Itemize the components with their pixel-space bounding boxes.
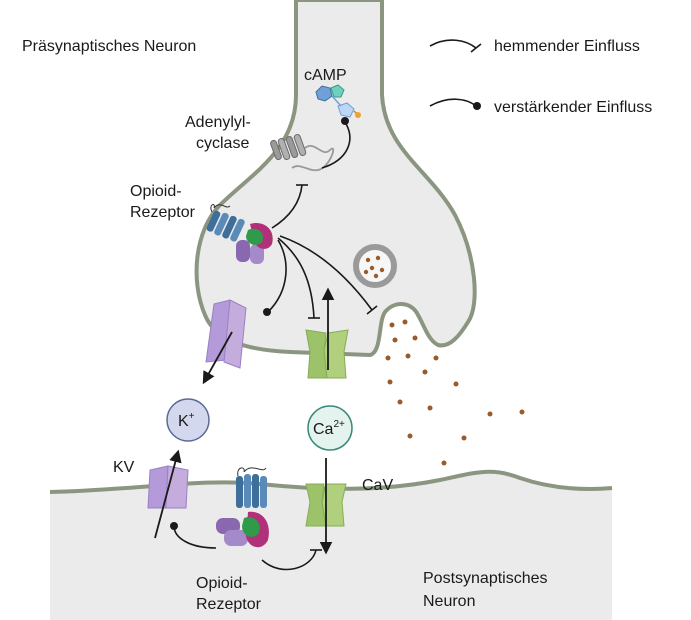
ac-inhibiting-line [271,184,303,229]
adenylyl-cyclase-label-line1: Adenylyl- [185,114,251,131]
synaptic-vesicle [353,244,397,288]
opioid-receptor-post-label-line2: Rezeptor [196,596,262,613]
opioid-receptor-presynaptic [206,204,273,264]
calcium-ion [307,405,353,451]
camp-enhancing-line [321,121,351,169]
legend-enhancing-label: verstärkender Einfluss [494,99,652,116]
legend-enhancing-line [429,98,477,107]
presynaptic-label: Präsynaptisches Neuron [22,38,196,55]
k-enhancing-line [267,239,287,313]
camp-molecule [315,84,361,118]
k-efflux-presynaptic-arrow [202,331,233,385]
camp-label: cAMP [304,67,347,84]
legend-inhibitory-label: hemmender Einfluss [494,38,640,55]
potassium-ion-label: K+ [178,411,195,430]
potassium-ion [166,398,210,442]
legend-inhibitory-line [429,39,477,49]
k-efflux-postsynaptic-arrow [154,449,182,539]
postsynaptic-label-line1: Postsynaptisches [423,570,548,587]
adenylyl-cyclase-label-line2: cyclase [196,135,249,152]
kv-label: KV [113,459,135,476]
ca-channel-presynaptic [305,329,349,379]
vesicle-inhibiting-line [279,235,373,311]
opioid-receptor-pre-label-line1: Opioid- [130,183,182,200]
calcium-ion-label: Ca2+ [313,419,345,438]
postsynaptic-label-line2: Neuron [423,593,475,610]
presynaptic-membrane [194,0,477,358]
enhancing-dot-heads [170,102,481,530]
neurotransmitter-molecules [385,319,525,466]
ion-flux-arrows [154,287,335,555]
opioid-receptor-pre-label-line2: Rezeptor [130,204,196,221]
opioid-receptor-postsynaptic [216,467,269,548]
ca-inhibiting-line [277,237,315,319]
cav-inhibiting-line [261,549,317,571]
adenylyl-cyclase [270,133,335,172]
opioid-receptor-post-label-line1: Opioid- [196,575,248,592]
cav-channel-postsynaptic [305,483,347,527]
cav-label: CaV [362,477,393,494]
